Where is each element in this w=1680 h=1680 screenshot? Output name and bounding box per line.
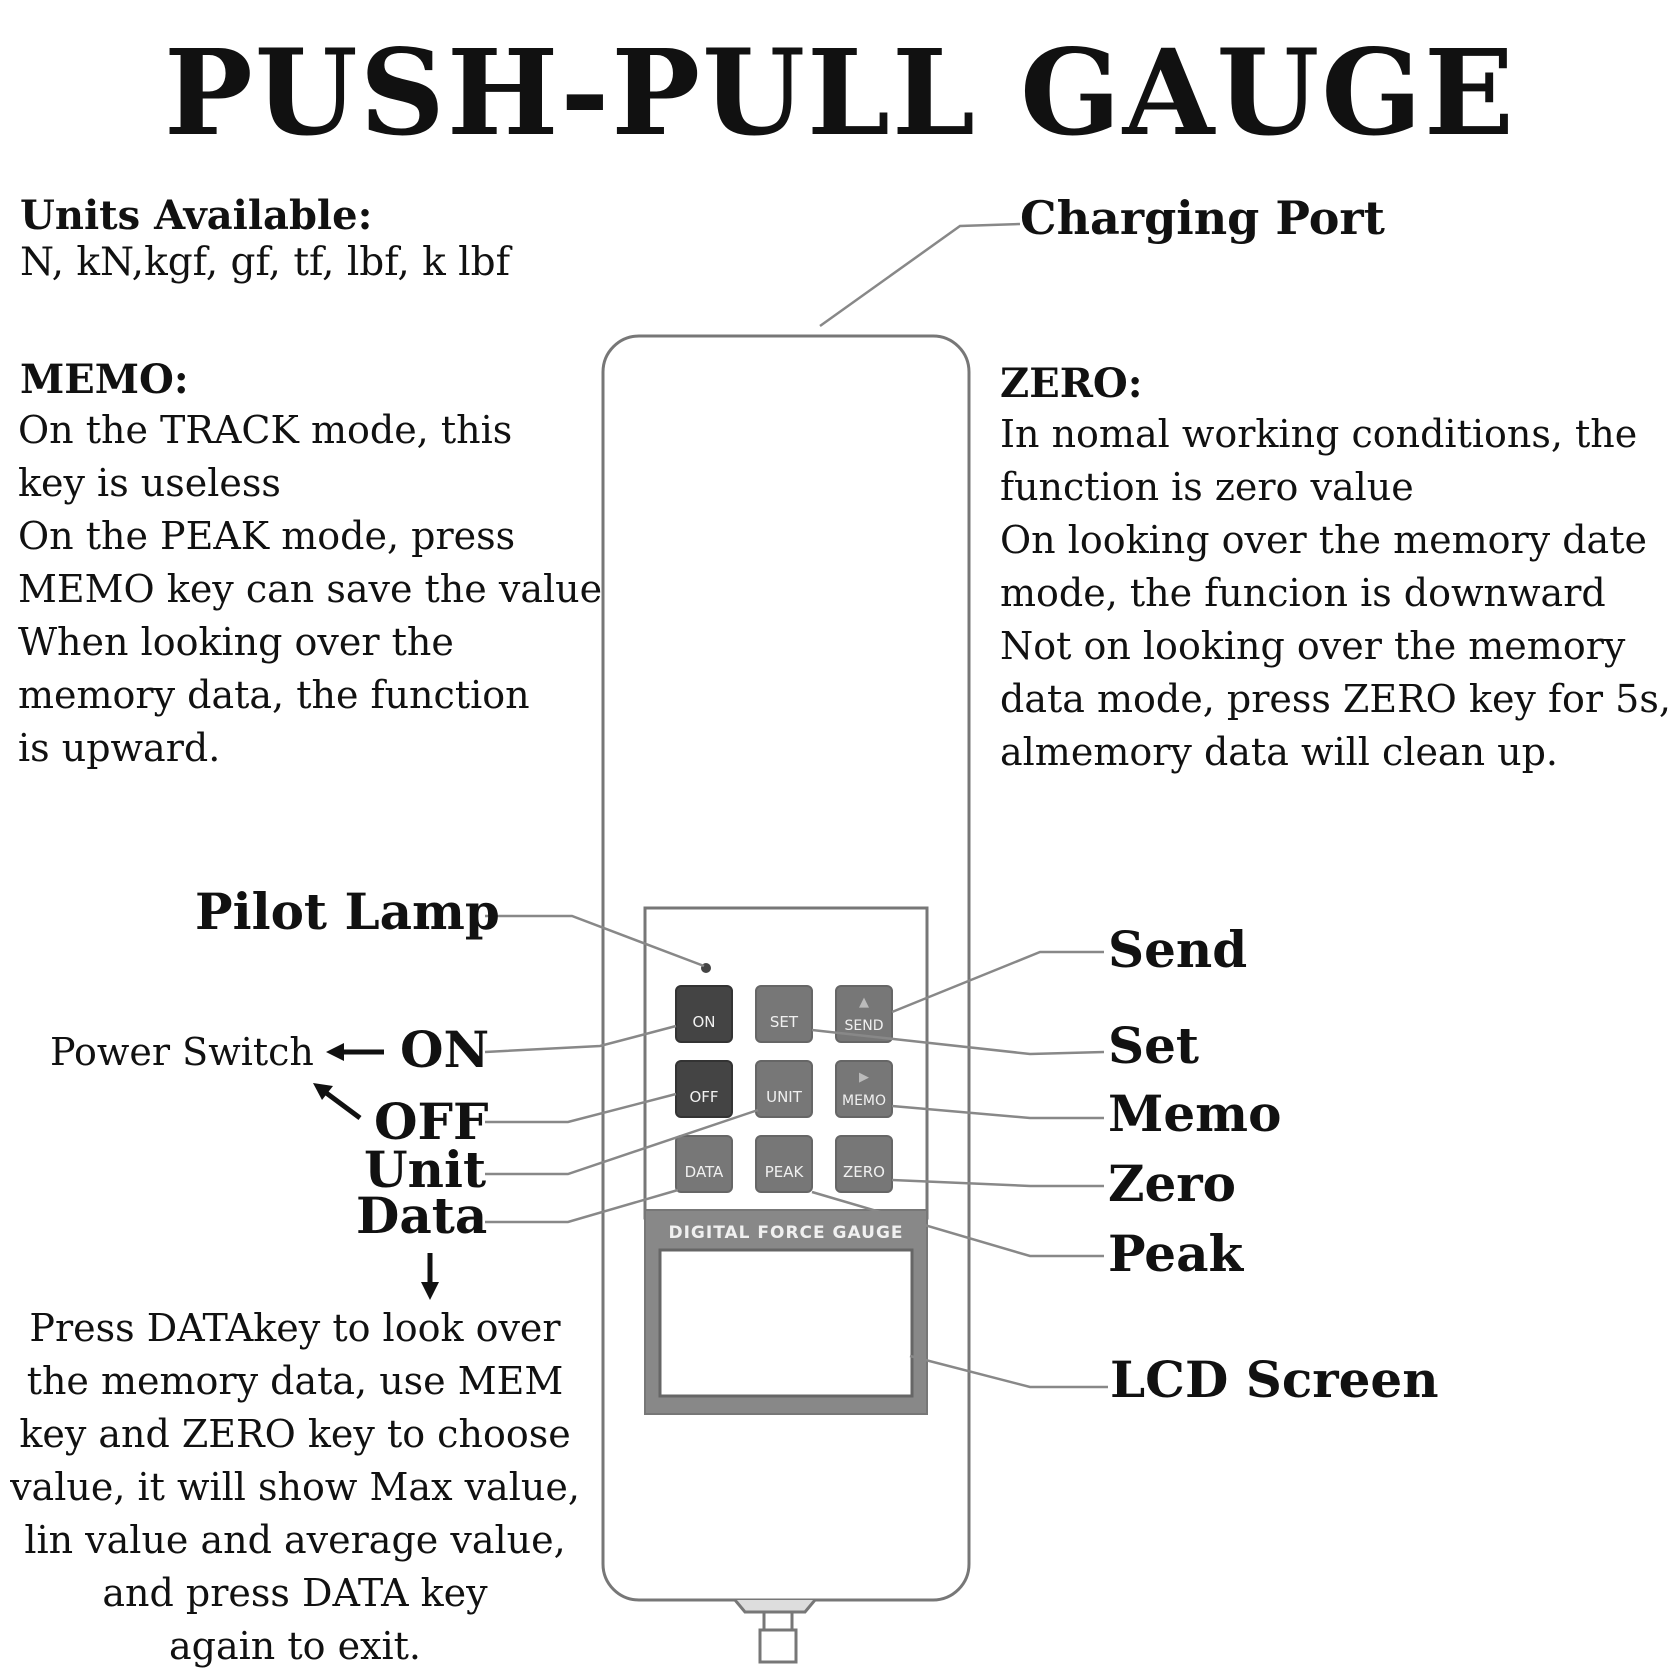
right-arrow-icon: ▶ [859, 1070, 869, 1085]
send-key[interactable]: ▲ SEND [835, 985, 893, 1043]
svg-text:DATA: DATA [685, 1163, 724, 1181]
data-key-note: Press DATAkey to look over the memory da… [10, 1306, 580, 1668]
down-arrow-icon [421, 1253, 439, 1300]
peak-key[interactable]: PEAK [755, 1135, 813, 1193]
gauge-connector [733, 1599, 817, 1664]
svg-text:MEMO: MEMO [842, 1093, 886, 1109]
zero-key[interactable]: ZERO [835, 1135, 893, 1193]
memo-heading: MEMO: [20, 356, 189, 403]
off-label: OFF [374, 1092, 489, 1151]
set-label: Set [1108, 1016, 1200, 1075]
data-key[interactable]: DATA [675, 1135, 733, 1193]
send-label: Send [1108, 920, 1248, 979]
page-title: PUSH-PULL GAUGE [164, 23, 1516, 162]
data-label: Data [356, 1186, 488, 1245]
charging-port-label: Charging Port [1020, 191, 1385, 245]
svg-text:PEAK: PEAK [765, 1163, 805, 1181]
unit-label: Unit [364, 1140, 487, 1199]
memo-label: Memo [1108, 1084, 1282, 1143]
svg-text:ON: ON [692, 1013, 715, 1031]
on-label: ON [400, 1020, 490, 1079]
leader-lines [484, 222, 1108, 1389]
memo-description: On the TRACK mode, this key is useless O… [18, 408, 603, 770]
on-key[interactable]: ON [675, 985, 733, 1043]
svg-text:ZERO: ZERO [843, 1163, 885, 1181]
svg-text:SET: SET [770, 1013, 799, 1031]
power-switch-label: Power Switch [50, 1030, 314, 1074]
svg-text:UNIT: UNIT [766, 1088, 803, 1106]
up-arrow-icon: ▲ [859, 995, 869, 1010]
power-switch-arrows [313, 1043, 384, 1121]
svg-text:OFF: OFF [689, 1088, 718, 1106]
zero-label: Zero [1108, 1154, 1237, 1213]
lcd-screen-label: LCD Screen [1110, 1350, 1439, 1409]
off-key[interactable]: OFF [675, 1060, 733, 1118]
unit-key[interactable]: UNIT [755, 1060, 813, 1118]
memo-key[interactable]: ▶ MEMO [835, 1060, 893, 1118]
units-heading: Units Available: [20, 192, 373, 239]
pilot-lamp-label: Pilot Lamp [195, 882, 500, 941]
units-list: N, kN,kgf, gf, tf, lbf, k lbf [20, 240, 511, 285]
svg-text:SEND: SEND [845, 1018, 884, 1034]
panel-title: DIGITAL FORCE GAUGE [668, 1223, 903, 1243]
lcd-screen [658, 1248, 914, 1398]
set-key[interactable]: SET [755, 985, 813, 1043]
peak-label: Peak [1108, 1224, 1244, 1283]
zero-description: In nomal working conditions, the functio… [1000, 412, 1671, 774]
zero-heading: ZERO: [1000, 360, 1143, 407]
